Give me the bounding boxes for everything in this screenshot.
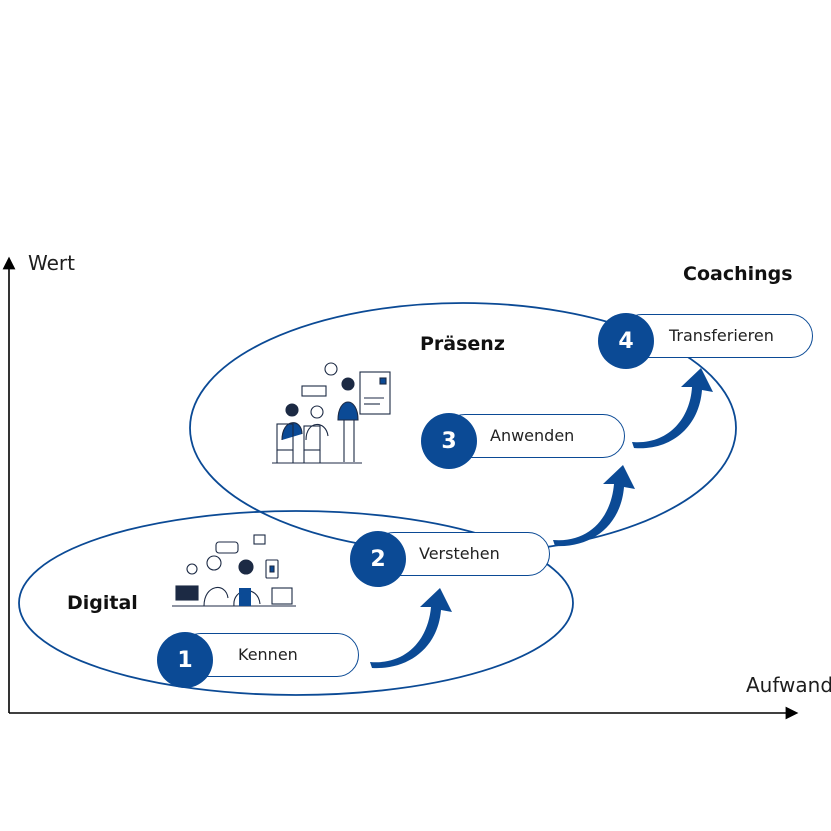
- step-number-badge: 2: [350, 531, 406, 587]
- curved-arrow-icon: [553, 465, 635, 547]
- digital-meeting-illustration: [172, 534, 296, 607]
- step-number-badge: 4: [598, 313, 654, 369]
- step-label: Anwenden: [490, 426, 575, 445]
- step-1: Kennen 1: [157, 632, 361, 688]
- x-axis-label: Aufwand: [746, 673, 831, 697]
- step-number-badge: 3: [421, 413, 477, 469]
- classroom-presentation-illustration: [272, 362, 391, 464]
- step-3: Anwenden 3: [421, 413, 627, 469]
- y-axis-label: Wert: [28, 251, 75, 275]
- curved-arrow-icon: [632, 368, 713, 449]
- group-label-digital: Digital: [67, 592, 138, 614]
- group-label-praesenz: Präsenz: [420, 333, 505, 355]
- digital-ellipse: [18, 510, 574, 696]
- step-2: Verstehen 2: [350, 531, 552, 587]
- step-label: Kennen: [238, 645, 298, 664]
- step-label: Verstehen: [419, 544, 500, 563]
- step-4: Transferieren 4: [598, 313, 815, 369]
- step-label: Transferieren: [669, 326, 774, 345]
- group-label-coachings: Coachings: [683, 263, 793, 285]
- step-number-badge: 1: [157, 632, 213, 688]
- curved-arrow-icon: [370, 588, 452, 669]
